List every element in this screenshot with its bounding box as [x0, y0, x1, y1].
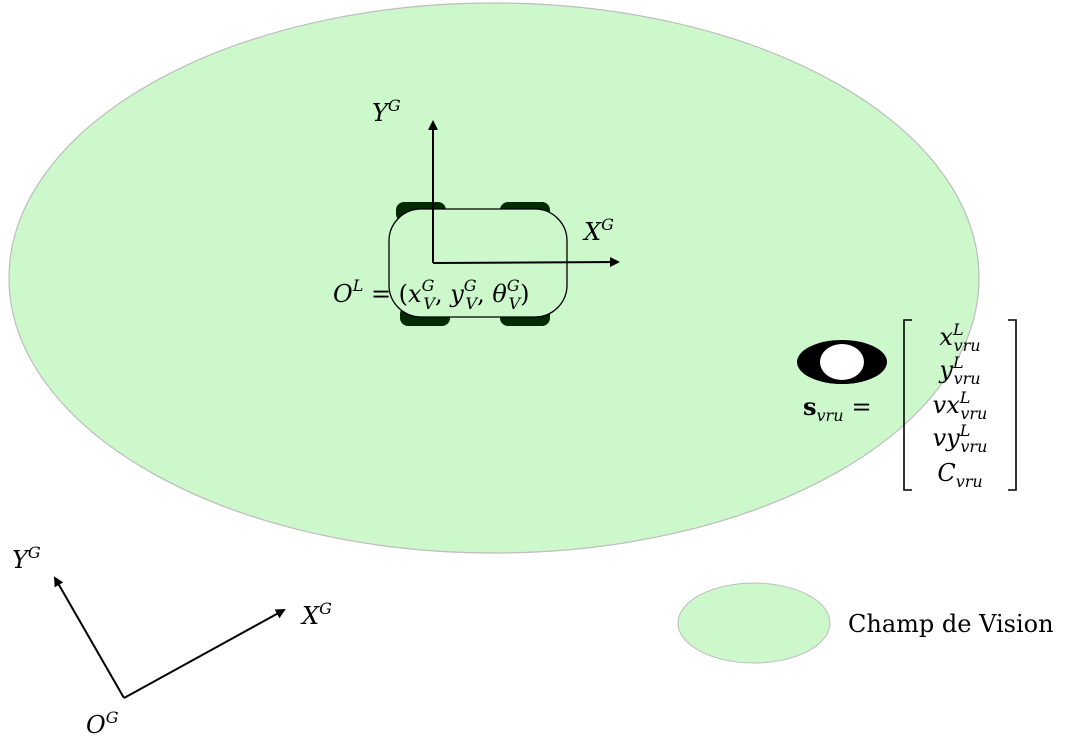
state-row-c: Cvru: [937, 459, 982, 491]
vru-eye-icon: [797, 340, 887, 384]
state-vector-right-bracket: [1008, 319, 1017, 491]
global-x-axis: [123, 609, 286, 699]
state-vector-lhs: svru=: [803, 392, 872, 425]
global-origin-label: OG: [86, 708, 119, 739]
state-vector-left-bracket: [903, 319, 912, 491]
local-y-label: YG: [372, 96, 401, 127]
global-y-axis: [54, 576, 125, 699]
legend-label: Champ de Vision: [848, 610, 1054, 638]
global-y-label: YG: [12, 543, 41, 574]
local-x-axis: [432, 257, 620, 268]
global-x-label: XG: [300, 599, 332, 630]
local-x-label: XG: [582, 215, 614, 246]
legend-swatch: [677, 582, 831, 664]
